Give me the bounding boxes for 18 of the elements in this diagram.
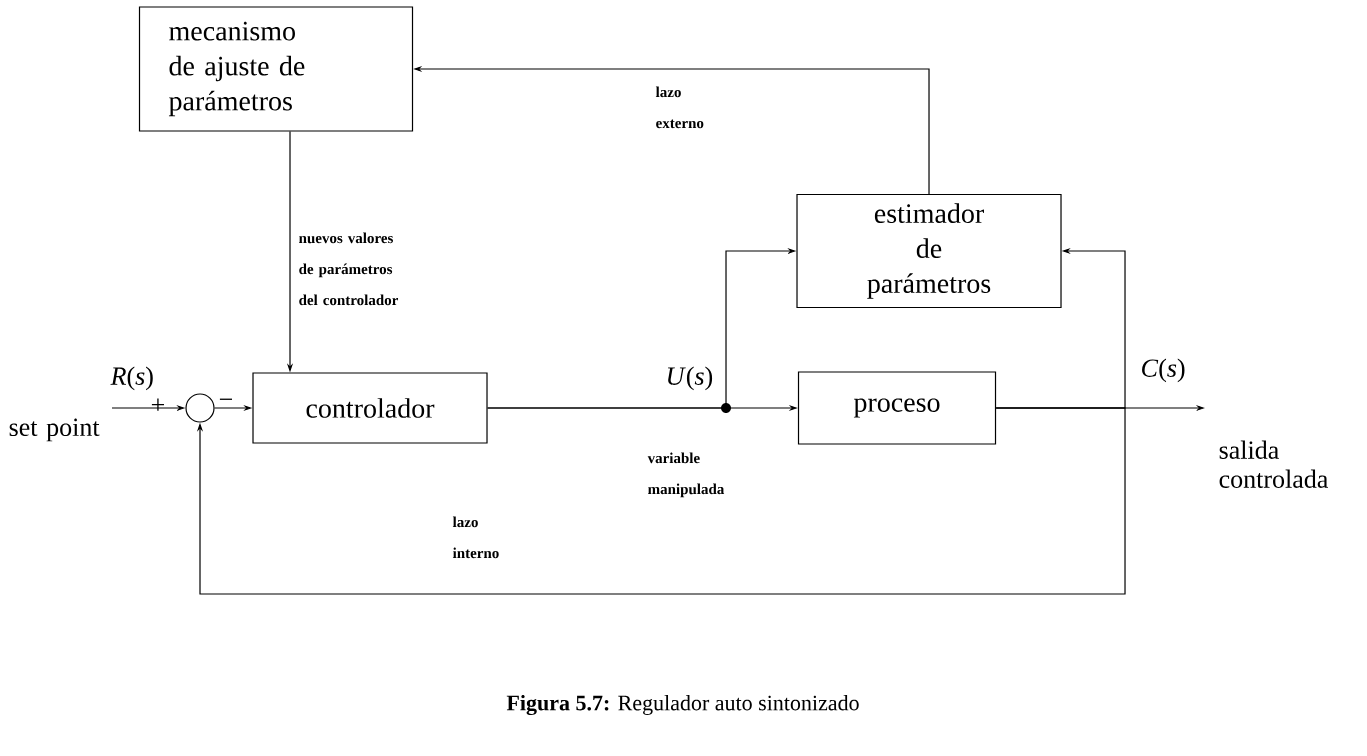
label: U(s) xyxy=(668,366,713,391)
label: variable manipulada xyxy=(647,452,725,498)
label: C(s) xyxy=(1142,358,1185,383)
arrow xyxy=(196,407,1126,595)
label: − xyxy=(219,398,232,400)
label: set point xyxy=(9,418,100,442)
process-box: mecanismo de ajuste de parámetros xyxy=(138,6,414,132)
label: salida controlada xyxy=(1219,440,1328,488)
caption: Figura 5.7: Regulador auto sintonizado xyxy=(506,694,859,716)
process-box: estimador de parámetros xyxy=(796,193,1062,309)
label: lazo externo xyxy=(655,86,704,129)
process-box: controlador xyxy=(252,372,488,444)
label: R(s) xyxy=(110,366,153,391)
summing-junction xyxy=(185,393,215,423)
label: + xyxy=(151,398,164,411)
label: lazo interno xyxy=(452,516,499,559)
label: nuevos valores de parámetros del controlador xyxy=(299,232,398,306)
process-box: proceso xyxy=(797,371,997,445)
